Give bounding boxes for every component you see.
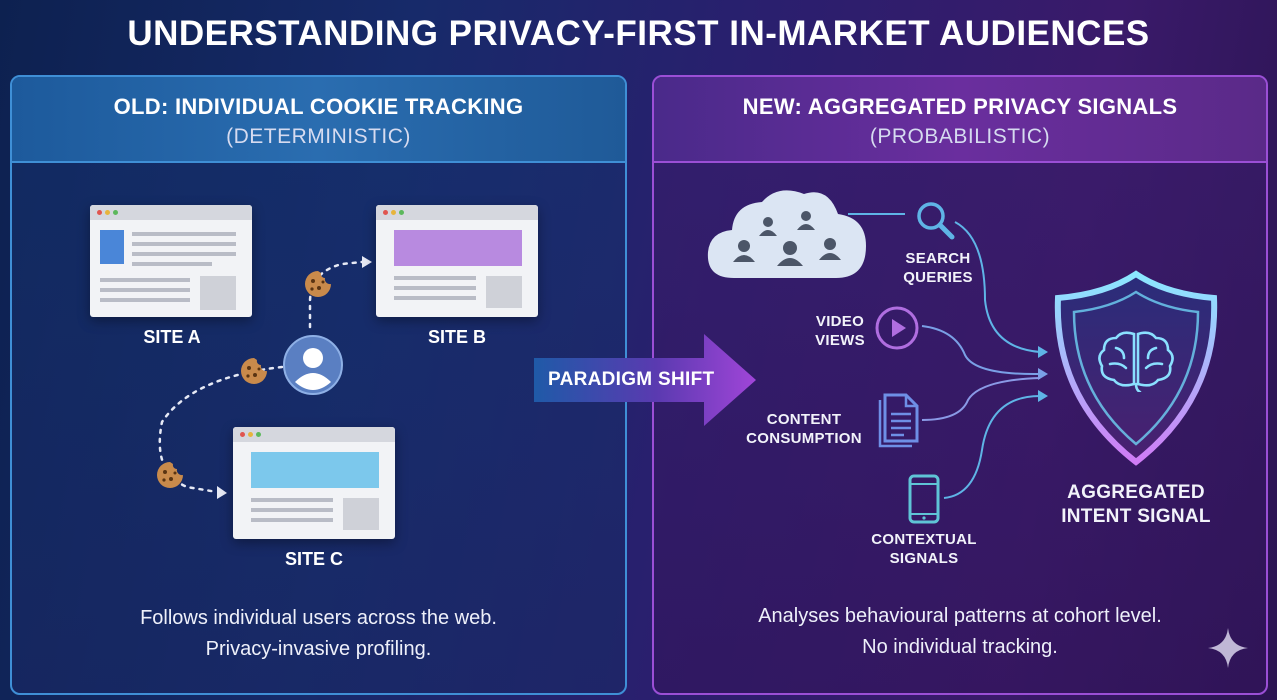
site-a-window — [90, 205, 252, 317]
paradigm-shift-arrow — [534, 334, 756, 426]
brain-icon — [1098, 331, 1174, 392]
new-footer-line-1: Analyses behavioural patterns at cohort … — [758, 605, 1162, 627]
new-panel-title: NEW: AGGREGATED PRIVACY SIGNALS — [742, 94, 1178, 119]
contextual-signals-label: CONTEXTUAL SIGNALS — [860, 530, 988, 568]
site-a-label: SITE A — [143, 327, 201, 347]
main-title: UNDERSTANDING PRIVACY-FIRST IN-MARKET AU… — [127, 14, 1150, 53]
site-b-label: SITE B — [427, 327, 486, 347]
cookie-icon — [157, 462, 183, 488]
search-label-line-1: SEARCH — [905, 250, 971, 267]
site-a-accent — [100, 230, 124, 264]
cookie-icon — [305, 271, 331, 297]
old-panel: OLD: INDIVIDUAL COOKIE TRACKING (DETERMI… — [10, 75, 627, 695]
content-label-line-2: CONSUMPTION — [746, 430, 862, 447]
site-c-accent — [251, 452, 379, 488]
site-b-window — [376, 205, 538, 317]
new-panel-header: NEW: AGGREGATED PRIVACY SIGNALS (PROBABI… — [654, 77, 1266, 163]
new-footer-line-2: No individual tracking. — [862, 636, 1058, 658]
site-c-window — [233, 427, 395, 539]
user-icon — [283, 335, 343, 395]
phone-icon — [908, 474, 940, 524]
video-label-line-2: VIEWS — [815, 332, 865, 349]
search-label-line-2: QUERIES — [903, 269, 973, 286]
paradigm-shift-label: PARADIGM SHIFT — [548, 369, 715, 390]
old-panel-title: OLD: INDIVIDUAL COOKIE TRACKING — [113, 94, 524, 119]
result-label-line-1: AGGREGATED — [1067, 482, 1205, 503]
site-b-content — [394, 230, 522, 308]
old-footer-line-2: Privacy-invasive profiling. — [205, 638, 432, 660]
search-queries-label: SEARCH QUERIES — [888, 249, 988, 287]
video-views-label: VIDEO VIEWS — [800, 312, 880, 350]
sparkle-icon — [1208, 628, 1248, 668]
contextual-label-line-1: CONTEXTUAL — [871, 531, 977, 548]
document-icon — [878, 393, 919, 448]
site-c-content — [251, 452, 379, 530]
site-c-label: SITE C — [284, 549, 343, 569]
contextual-label-line-2: SIGNALS — [889, 550, 959, 567]
old-panel-subtitle: (DETERMINISTIC) — [226, 125, 411, 148]
play-icon — [875, 306, 919, 350]
cookie-icon — [241, 358, 267, 384]
tracking-paths — [158, 256, 372, 499]
video-label-line-1: VIDEO — [815, 313, 865, 330]
old-panel-footer: Follows individual users across the web.… — [12, 603, 625, 665]
content-consumption-label: CONTENT CONSUMPTION — [738, 410, 870, 448]
site-b-accent — [394, 230, 522, 266]
result-label-line-2: INTENT SIGNAL — [1061, 506, 1211, 527]
old-footer-line-1: Follows individual users across the web. — [140, 607, 497, 629]
content-label-line-1: CONTENT — [766, 411, 842, 428]
new-panel-footer: Analyses behavioural patterns at cohort … — [652, 601, 1268, 663]
cloud-icon — [707, 190, 866, 278]
aggregated-intent-label: AGGREGATED INTENT SIGNAL — [1040, 481, 1232, 529]
search-icon — [917, 202, 955, 240]
new-panel-subtitle: (PROBABILISTIC) — [869, 125, 1051, 148]
site-a-content — [100, 230, 236, 310]
old-panel-header: OLD: INDIVIDUAL COOKIE TRACKING (DETERMI… — [12, 77, 625, 163]
shield-icon — [1054, 270, 1218, 466]
